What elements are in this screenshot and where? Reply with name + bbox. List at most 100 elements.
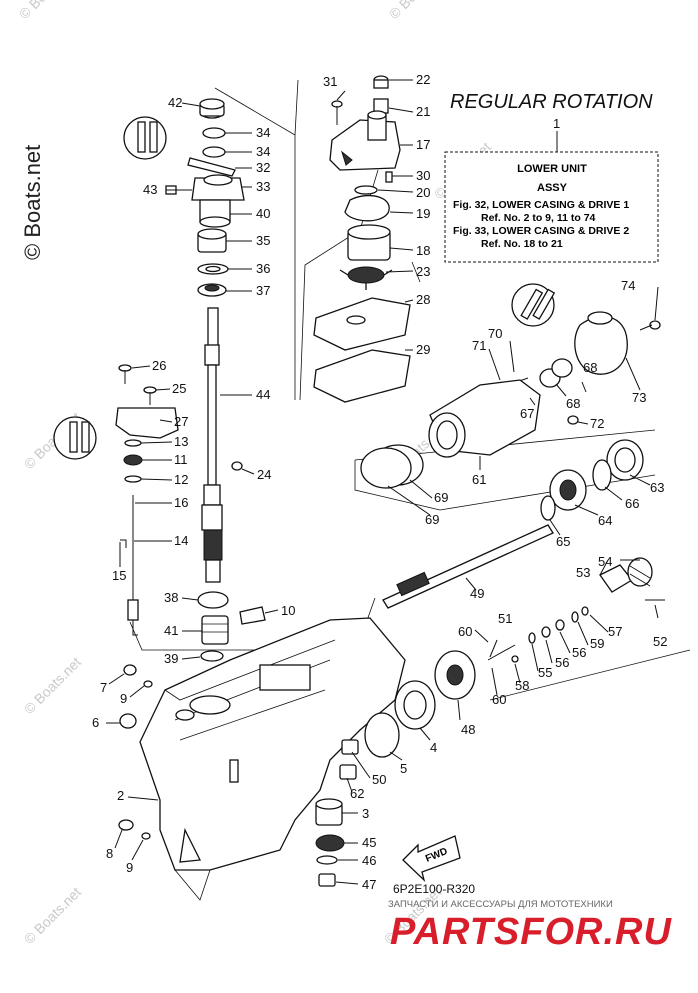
callout-63: 63: [650, 480, 664, 495]
callout-38: 38: [164, 590, 178, 605]
water-pump-parts: [313, 75, 411, 403]
inset-13: [53, 416, 97, 460]
callout-15: 15: [112, 568, 126, 583]
inset-70: [511, 283, 556, 327]
callout-34a: 34: [256, 125, 270, 140]
callout-4: 4: [430, 740, 437, 755]
callout-35: 35: [256, 233, 270, 248]
callout-72: 72: [590, 416, 604, 431]
callout-70: 70: [488, 326, 502, 341]
shift-rod-parts: [115, 364, 179, 840]
callout-12: 12: [174, 472, 188, 487]
assembly-line4: Ref. No. 18 to 21: [481, 238, 563, 250]
callout-43: 43: [143, 182, 157, 197]
wm-5: © Boats.net: [21, 654, 84, 717]
lower-casing: [139, 591, 406, 901]
callout-6: 6: [92, 715, 99, 730]
callout-29: 29: [416, 342, 430, 357]
callout-49: 49: [470, 586, 484, 601]
callout-48: 48: [461, 722, 475, 737]
callout-32: 32: [256, 160, 270, 175]
callout-9b: 9: [126, 860, 133, 875]
callout-19: 19: [416, 206, 430, 221]
callouts: 42 34 34 32 33 43 40 35 36 37 44 24 26 2…: [92, 72, 667, 892]
callout-68b: 68: [566, 396, 580, 411]
callout-37: 37: [256, 283, 270, 298]
callout-26: 26: [152, 358, 166, 373]
drive-shaft-parts: [165, 98, 245, 583]
callout-71: 71: [472, 338, 486, 353]
side-watermark: © Boats.net: [20, 145, 45, 260]
callout-11: 11: [174, 452, 188, 467]
callout-69b: 69: [425, 512, 439, 527]
wm-2: © Boats.net: [386, 0, 449, 22]
callout-58: 58: [515, 678, 529, 693]
assembly-name: LOWER UNIT: [517, 163, 587, 175]
callout-54: 54: [598, 554, 612, 569]
callout-17: 17: [416, 137, 430, 152]
callout-66: 66: [625, 496, 639, 511]
callout-5: 5: [400, 761, 407, 776]
rotation-title: REGULAR ROTATION: [450, 91, 653, 113]
callout-56a: 56: [572, 645, 586, 660]
callout-31: 31: [323, 74, 337, 89]
callout-30: 30: [416, 168, 430, 183]
callout-57: 57: [608, 624, 622, 639]
callout-9a: 9: [120, 691, 127, 706]
wm-6: © Boats.net: [21, 884, 84, 947]
callout-7: 7: [100, 680, 107, 695]
callout-73: 73: [632, 390, 646, 405]
callout-34b: 34: [256, 144, 270, 159]
callout-16: 16: [174, 495, 188, 510]
callout-46: 46: [362, 853, 376, 868]
propeller-shaft-parts: [315, 311, 665, 887]
callout-1: 1: [553, 116, 560, 131]
callout-65: 65: [556, 534, 570, 549]
callout-51: 51: [498, 611, 512, 626]
callout-60b: 60: [492, 692, 506, 707]
callout-33: 33: [256, 179, 270, 194]
callout-61: 61: [472, 472, 486, 487]
assembly-line2: Ref. No. 2 to 9, 11 to 74: [481, 212, 596, 224]
callout-28: 28: [416, 292, 430, 307]
wm-1: © Boats.net: [16, 0, 79, 22]
callout-3: 3: [362, 806, 369, 821]
callout-27: 27: [174, 414, 188, 429]
callout-21: 21: [416, 104, 430, 119]
callout-13: 13: [174, 434, 188, 449]
fwd-arrow: FWD: [402, 835, 461, 883]
footer-tagline: ЗАПЧАСТИ И АКСЕССУАРЫ ДЛЯ МОТОТЕХНИКИ: [388, 899, 613, 910]
callout-22: 22: [416, 72, 430, 87]
callout-2: 2: [117, 788, 124, 803]
callout-36: 36: [256, 261, 270, 276]
callout-18: 18: [416, 243, 430, 258]
callout-68a: 68: [583, 360, 597, 375]
callout-56b: 56: [555, 655, 569, 670]
callout-25: 25: [172, 381, 186, 396]
callout-67: 67: [520, 406, 534, 421]
callout-40: 40: [256, 206, 270, 221]
callout-10: 10: [281, 603, 295, 618]
partsfor-logo: PARTSFOR.RU: [390, 911, 672, 953]
assembly-box: LOWER UNIT ASSY Fig. 32, LOWER CASING & …: [444, 151, 659, 263]
callout-52: 52: [653, 634, 667, 649]
assembly-sub: ASSY: [537, 182, 568, 194]
callout-24: 24: [257, 467, 271, 482]
callout-20: 20: [416, 185, 430, 200]
callout-74: 74: [621, 278, 635, 293]
callout-53: 53: [576, 565, 590, 580]
inset-33: [123, 116, 167, 160]
callout-41: 41: [164, 623, 178, 638]
callout-45: 45: [362, 835, 376, 850]
callout-47: 47: [362, 877, 376, 892]
diagram-code: 6P2E100-R320: [393, 882, 475, 896]
callout-50: 50: [372, 772, 386, 787]
callout-59: 59: [590, 636, 604, 651]
callout-39: 39: [164, 651, 178, 666]
callout-69a: 69: [434, 490, 448, 505]
callout-14: 14: [174, 533, 188, 548]
assembly-line3: Fig. 33, LOWER CASING & DRIVE 2: [453, 225, 629, 237]
callout-23: 23: [416, 264, 430, 279]
callout-42: 42: [168, 95, 182, 110]
